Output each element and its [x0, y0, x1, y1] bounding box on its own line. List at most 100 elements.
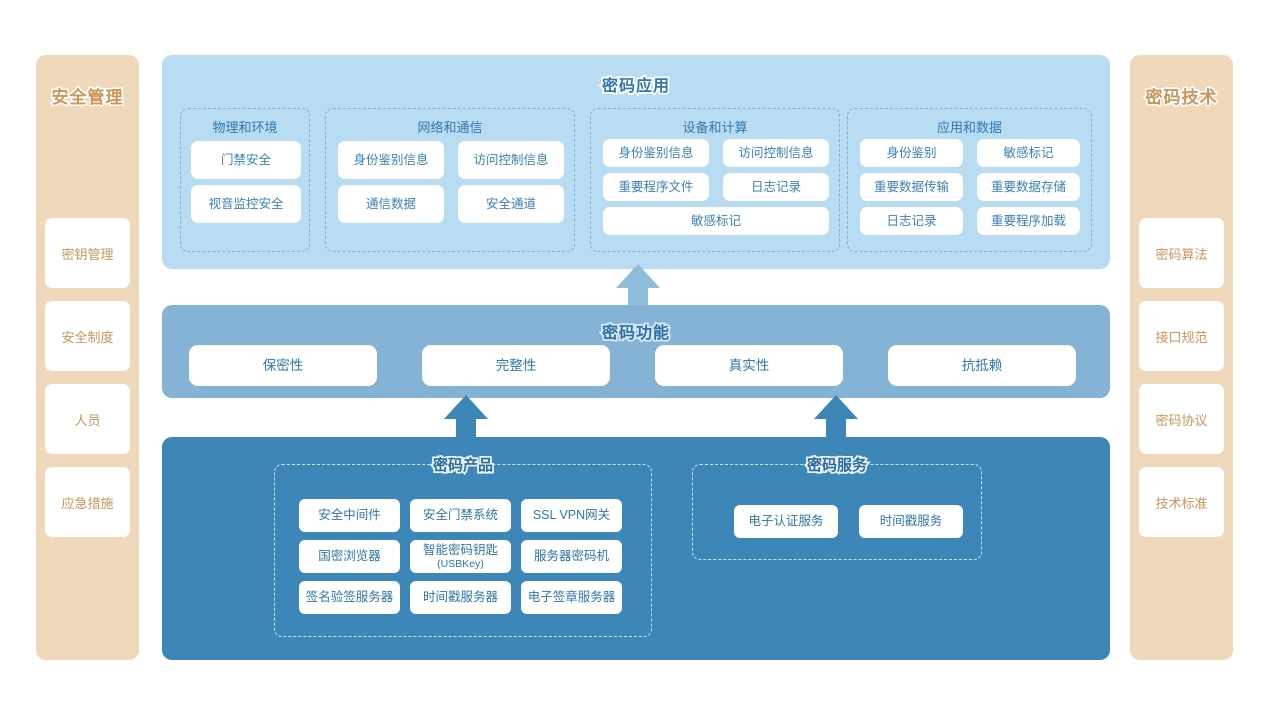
- data-item-identity-auth[interactable]: 身份鉴别: [860, 139, 963, 167]
- device-item-important-program-file[interactable]: 重要程序文件: [603, 173, 709, 201]
- sidebar-item-crypto-algorithm[interactable]: 密码算法: [1139, 218, 1224, 288]
- chip-label: 真实性: [728, 357, 770, 373]
- chip-label: 时间戳服务: [879, 514, 943, 529]
- chip-label: 日志记录: [886, 213, 937, 228]
- chip-label: 安全门禁系统: [422, 508, 498, 523]
- sidebar-item-key-management[interactable]: 密钥管理: [45, 218, 130, 288]
- product-item-signature-verification-server[interactable]: 签名验签服务器: [299, 581, 400, 614]
- chip-label: 时间戳服务器: [422, 590, 498, 605]
- function-item-authenticity[interactable]: 真实性: [655, 345, 843, 386]
- chip-label: 安全中间件: [318, 508, 381, 523]
- data-item-important-data-transfer[interactable]: 重要数据传输: [860, 173, 963, 201]
- application-layer-title: 密码应用: [600, 76, 671, 97]
- sidebar-item-label: 安全制度: [61, 329, 114, 345]
- left-pillar-title: 安全管理: [50, 87, 124, 109]
- sidebar-item-label: 人员: [74, 412, 101, 428]
- app-item-access-control-security[interactable]: 门禁安全: [191, 141, 301, 179]
- chip-label: 重要程序加载: [990, 213, 1066, 228]
- function-layer-band: 密码功能 保密性 完整性 真实性 抗抵赖: [162, 305, 1110, 398]
- sidebar-item-label: 接口规范: [1155, 329, 1208, 345]
- sidebar-item-interface-spec[interactable]: 接口规范: [1139, 301, 1224, 371]
- chip-label: 日志记录: [750, 179, 801, 194]
- product-item-sm-browser[interactable]: 国密浏览器: [299, 540, 400, 573]
- sidebar-item-label: 应急措施: [61, 495, 114, 511]
- group-device-and-computing: 设备和计算 身份鉴别信息 访问控制信息 重要程序文件 日志记录 敏感标记: [590, 108, 840, 252]
- chip-label: 服务器密码机: [533, 549, 609, 564]
- chip-label: 重要数据传输: [873, 179, 949, 194]
- sidebar-item-label: 密码算法: [1155, 246, 1208, 262]
- left-pillar-security-management: 安全管理 密钥管理 安全制度 人员 应急措施: [36, 55, 139, 660]
- chip-label: 保密性: [262, 357, 304, 373]
- sidebar-item-technical-standard[interactable]: 技术标准: [1139, 467, 1224, 537]
- group-physical-and-environment: 物理和环境 门禁安全 视音监控安全: [180, 108, 310, 252]
- group-crypto-products: 密码产品 安全中间件 安全门禁系统 SSL VPN网关 国密浏览器 智能密码钥匙…: [274, 455, 652, 637]
- app-item-secure-channel[interactable]: 安全通道: [458, 185, 564, 223]
- chip-label: 签名验签服务器: [305, 590, 394, 605]
- chip-label: 智能密码钥匙: [422, 543, 498, 558]
- group-title: 设备和计算: [682, 120, 748, 135]
- application-layer-band: 密码应用 物理和环境 门禁安全 视音监控安全 网络和通信 身份鉴别信息 访问控制…: [162, 55, 1110, 269]
- app-item-access-control-info[interactable]: 访问控制信息: [458, 141, 564, 179]
- product-item-ssl-vpn-gateway[interactable]: SSL VPN网关: [521, 499, 622, 532]
- device-item-sensitive-label[interactable]: 敏感标记: [603, 207, 829, 235]
- sidebar-item-crypto-protocol[interactable]: 密码协议: [1139, 384, 1224, 454]
- app-item-identity-auth-info[interactable]: 身份鉴别信息: [338, 141, 444, 179]
- service-item-electronic-certification-service[interactable]: 电子认证服务: [734, 505, 838, 538]
- group-application-and-data: 应用和数据 身份鉴别 敏感标记 重要数据传输 重要数据存储 日志记录 重要程序加…: [847, 108, 1092, 252]
- device-item-identity-auth-info[interactable]: 身份鉴别信息: [603, 139, 709, 167]
- chip-label: 访问控制信息: [738, 145, 814, 160]
- product-item-timestamp-server[interactable]: 时间戳服务器: [410, 581, 511, 614]
- chip-label: 身份鉴别信息: [353, 152, 429, 167]
- product-item-security-middleware[interactable]: 安全中间件: [299, 499, 400, 532]
- chip-sublabel: (USBKey): [437, 557, 484, 570]
- chip-label: 电子签章服务器: [527, 590, 616, 605]
- product-layer-band: 密码产品 安全中间件 安全门禁系统 SSL VPN网关 国密浏览器 智能密码钥匙…: [162, 437, 1110, 660]
- chip-label: 抗抵赖: [961, 357, 1003, 373]
- product-item-electronic-seal-server[interactable]: 电子签章服务器: [521, 581, 622, 614]
- group-title: 密码服务: [805, 455, 869, 476]
- function-item-integrity[interactable]: 完整性: [422, 345, 610, 386]
- chip-label: 访问控制信息: [473, 152, 549, 167]
- data-item-important-program-load[interactable]: 重要程序加载: [977, 207, 1080, 235]
- chip-label: SSL VPN网关: [532, 508, 611, 523]
- chip-label: 国密浏览器: [318, 549, 381, 564]
- function-layer-title: 密码功能: [600, 323, 671, 344]
- group-title: 密码产品: [431, 455, 495, 476]
- data-item-important-data-storage[interactable]: 重要数据存储: [977, 173, 1080, 201]
- device-item-log-record[interactable]: 日志记录: [723, 173, 829, 201]
- function-item-confidentiality[interactable]: 保密性: [189, 345, 377, 386]
- sidebar-item-security-policy[interactable]: 安全制度: [45, 301, 130, 371]
- device-item-access-control-info[interactable]: 访问控制信息: [723, 139, 829, 167]
- group-title: 应用和数据: [936, 120, 1002, 135]
- sidebar-item-emergency-measures[interactable]: 应急措施: [45, 467, 130, 537]
- product-item-smart-crypto-key[interactable]: 智能密码钥匙 (USBKey): [410, 540, 511, 573]
- app-item-communication-data[interactable]: 通信数据: [338, 185, 444, 223]
- service-item-timestamp-service[interactable]: 时间戳服务: [859, 505, 963, 538]
- chip-label: 身份鉴别: [886, 145, 937, 160]
- product-item-server-crypto-machine[interactable]: 服务器密码机: [521, 540, 622, 573]
- arrow-product-to-function-right: [814, 395, 858, 445]
- sidebar-item-label: 密钥管理: [61, 246, 114, 262]
- chip-label: 敏感标记: [690, 213, 741, 228]
- function-item-non-repudiation[interactable]: 抗抵赖: [888, 345, 1076, 386]
- group-title: 网络和通信: [417, 120, 483, 135]
- arrow-function-to-application: [616, 264, 660, 314]
- chip-label: 电子认证服务: [748, 514, 824, 529]
- sidebar-item-personnel[interactable]: 人员: [45, 384, 130, 454]
- sidebar-item-label: 密码协议: [1155, 412, 1208, 428]
- data-item-log-record[interactable]: 日志记录: [860, 207, 963, 235]
- chip-label: 身份鉴别信息: [618, 145, 694, 160]
- product-item-security-access-control-system[interactable]: 安全门禁系统: [410, 499, 511, 532]
- chip-label: 门禁安全: [220, 152, 271, 167]
- chip-label: 安全通道: [485, 196, 536, 211]
- group-title: 物理和环境: [212, 120, 278, 135]
- group-network-and-communication: 网络和通信 身份鉴别信息 访问控制信息 通信数据 安全通道: [325, 108, 575, 252]
- right-pillar-title: 密码技术: [1144, 87, 1218, 109]
- arrow-product-to-function-left: [444, 395, 488, 445]
- data-item-sensitive-label[interactable]: 敏感标记: [977, 139, 1080, 167]
- app-item-av-monitor-security[interactable]: 视音监控安全: [191, 185, 301, 223]
- sidebar-item-label: 技术标准: [1155, 495, 1208, 511]
- chip-label: 通信数据: [365, 196, 416, 211]
- chip-label: 敏感标记: [1003, 145, 1054, 160]
